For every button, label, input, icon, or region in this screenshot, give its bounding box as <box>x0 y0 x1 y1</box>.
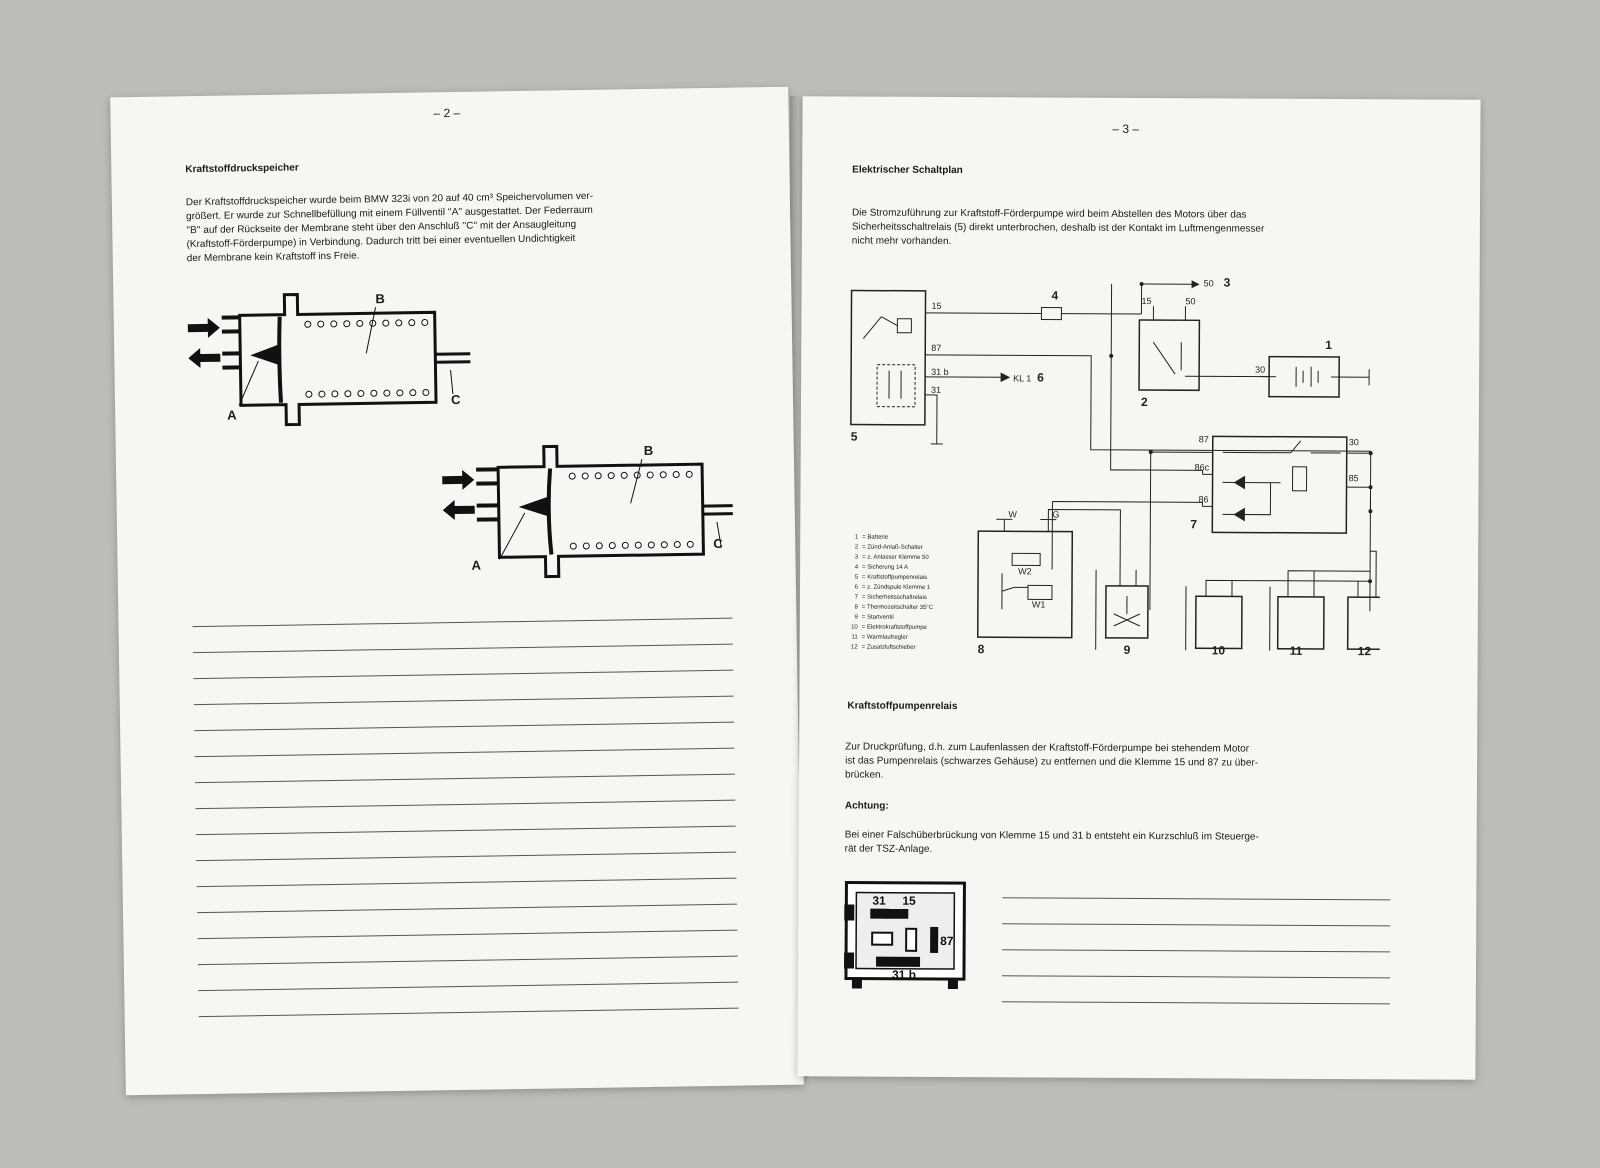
achtung-paragraph-line: rät der TSZ-Anlage. <box>844 843 933 855</box>
relay-terminal-86: 86 <box>1198 494 1208 504</box>
heading-achtung: Achtung: <box>844 800 889 812</box>
achtung-paragraph: Bei einer Falschüberbrückung von Klemme … <box>845 828 1259 858</box>
note-line <box>196 877 737 888</box>
component-5: 5 <box>851 429 858 443</box>
legend-item: 5= Kraftstoffpumpenrelais <box>854 574 928 581</box>
note-line <box>1001 975 1390 979</box>
label-b-1: B <box>375 291 385 307</box>
legend-item: 12= Zusatzluftschieber <box>850 644 916 651</box>
thermo-w2: W2 <box>1018 566 1032 576</box>
page-number-left: – 2 – <box>433 105 461 121</box>
legend-item: 7= Sicherheitsschaltrelais <box>854 594 927 601</box>
component-9: 9 <box>1124 643 1131 657</box>
component-7: 7 <box>1190 517 1197 531</box>
label-c-2: C <box>713 535 723 551</box>
component-1: 1 <box>1325 338 1332 352</box>
legend-item: 6= z. Zündspule Klemme 1 <box>854 584 931 591</box>
legend-item: 8= Thermozeitschalter 35°C <box>854 604 934 611</box>
note-line <box>194 721 735 732</box>
label-c-1: C <box>450 391 461 408</box>
socket-label-31b: 31 b <box>892 968 916 982</box>
terminal-kl1: KL 1 <box>1013 373 1031 383</box>
page-number-right: – 3 – <box>1112 121 1140 136</box>
component-4: 4 <box>1051 289 1058 303</box>
pumpenrelais-paragraph-line: ist das Pumpenrelais (schwarzes Gehäuse)… <box>845 755 1259 769</box>
legend-item: 9= Startventil <box>854 614 894 621</box>
relay-terminal-85: 85 <box>1349 473 1359 483</box>
accumulator-diagram-2 <box>442 444 733 579</box>
note-line <box>192 643 733 654</box>
note-line <box>1002 949 1391 953</box>
switch-terminal-50: 50 <box>1185 296 1195 306</box>
socket-label-15: 15 <box>902 894 916 908</box>
component-3: 3 <box>1224 275 1231 289</box>
legend-item: 11= Warmlaufregler <box>851 634 908 641</box>
terminal-15: 15 <box>931 301 941 311</box>
terminal-50: 50 <box>1204 278 1214 288</box>
label-a-2: A <box>471 557 482 573</box>
note-line <box>195 799 736 810</box>
relay-terminal-87: 87 <box>1199 434 1209 444</box>
component-6: 6 <box>1037 370 1044 384</box>
socket-label-87: 87 <box>940 934 954 948</box>
label-a-1: A <box>227 407 237 423</box>
note-line <box>195 825 736 836</box>
accumulator-diagram-1 <box>187 292 471 427</box>
schaltplan-paragraph-line: nicht mehr vorhanden. <box>851 235 952 248</box>
legend-item: 4= Sicherung 14 A <box>854 564 908 571</box>
socket-label-31: 31 <box>872 894 886 908</box>
note-line <box>197 955 738 966</box>
schematic-legend: 1= Batterie 2= Zünd-Anlaß-Schalter 3= z.… <box>844 532 934 652</box>
thermo-terminal-g: G <box>1052 510 1059 520</box>
heading-elektrischer-schaltplan: Elektrischer Schaltplan <box>852 164 963 177</box>
legend-item: 3= z. Anlasser Klemme 50 <box>854 554 929 561</box>
relay-terminal-30: 30 <box>1349 437 1359 447</box>
note-line <box>194 773 735 784</box>
battery-terminal-30: 30 <box>1255 365 1265 375</box>
relay-terminal-86c: 86c <box>1195 462 1210 472</box>
heading-kraftstoffdruckspeicher: Kraftstoffdruckspeicher <box>185 162 299 176</box>
component-10: 10 <box>1212 643 1226 657</box>
wiring-schematic: 15 87 31 b 31 KL 1 50 15 50 30 87 86c 86… <box>850 275 1382 658</box>
thermo-w1: W1 <box>1032 599 1046 609</box>
left-paragraph: Der Kraftstoffdruckspeicher wurde beim B… <box>186 190 594 266</box>
right-page: – 3 – Elektrischer Schaltplan Die Stromz… <box>797 96 1481 1080</box>
note-line <box>1001 1001 1390 1005</box>
note-line <box>197 903 737 914</box>
note-line <box>193 695 734 706</box>
relay-socket-diagram: 31 15 87 31 b <box>844 880 966 990</box>
switch-terminal-15: 15 <box>1141 296 1151 306</box>
note-line <box>193 669 734 680</box>
component-2: 2 <box>1141 395 1148 409</box>
note-line <box>198 1007 739 1018</box>
label-b-2: B <box>643 442 654 459</box>
component-8: 8 <box>978 642 985 656</box>
note-line <box>1002 897 1391 901</box>
note-line <box>198 981 739 992</box>
note-line <box>197 929 738 940</box>
legend-item: 1= Batterie <box>854 534 889 541</box>
schaltplan-paragraph: Die Stromzuführung zur Kraftstoff-Förder… <box>852 206 1265 250</box>
component-11: 11 <box>1290 644 1303 658</box>
note-line <box>194 747 735 758</box>
terminal-31: 31 <box>931 385 941 395</box>
thermo-terminal-w: W <box>1008 509 1017 519</box>
terminal-31b: 31 b <box>931 367 949 377</box>
component-12: 12 <box>1358 644 1372 658</box>
terminal-87: 87 <box>931 343 941 353</box>
heading-kraftstoffpumpenrelais: Kraftstoffpumpenrelais <box>847 700 958 713</box>
pumpenrelais-paragraph-line: brücken. <box>844 769 884 781</box>
left-page: – 2 – Kraftstoffdruckspeicher Der Krafts… <box>110 86 804 1096</box>
note-line <box>192 617 733 628</box>
note-line <box>196 851 737 862</box>
note-line <box>1002 923 1391 927</box>
legend-item: 10= Elektrokraftstoffpumpe <box>851 624 927 631</box>
pumpenrelais-paragraph: Zur Druckprüfung, d.h. zum Laufenlassen … <box>845 740 1258 784</box>
legend-item: 2= Zünd-Anlaß-Schalter <box>854 544 923 551</box>
